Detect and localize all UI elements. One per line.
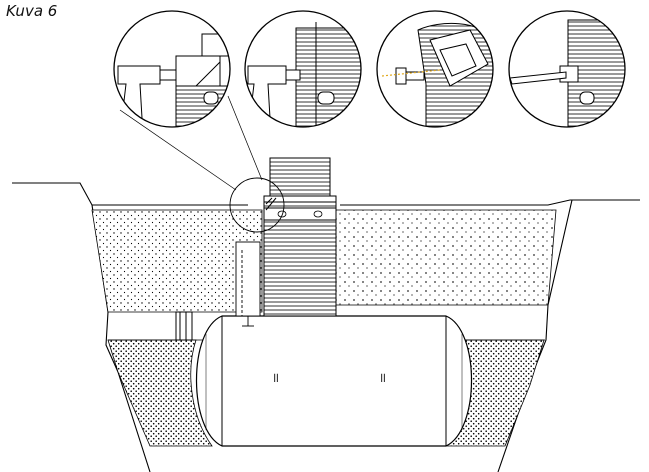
figure-label: Kuva 6 bbox=[6, 2, 58, 20]
tank-marker-right: ꟾꟾ bbox=[380, 373, 385, 385]
callout-line bbox=[227, 95, 263, 181]
detail-callout-circle bbox=[229, 177, 285, 233]
detail-circle-2 bbox=[244, 10, 362, 128]
inlet-pipe bbox=[175, 311, 193, 341]
drill-icon bbox=[117, 65, 177, 119]
detail-circle-3 bbox=[376, 10, 494, 128]
riser-pipe bbox=[263, 157, 337, 317]
detail-circle-1 bbox=[113, 10, 231, 128]
backfill-sand bbox=[91, 209, 557, 313]
septic-tank: ꟾꟾ ꟾꟾ bbox=[195, 315, 473, 447]
callout-line bbox=[119, 109, 237, 191]
detail-circle-4 bbox=[508, 10, 626, 128]
wrench-icon bbox=[509, 71, 567, 85]
vent-pipe bbox=[235, 241, 261, 327]
tank-marker-left: ꟾꟾ bbox=[273, 373, 278, 385]
